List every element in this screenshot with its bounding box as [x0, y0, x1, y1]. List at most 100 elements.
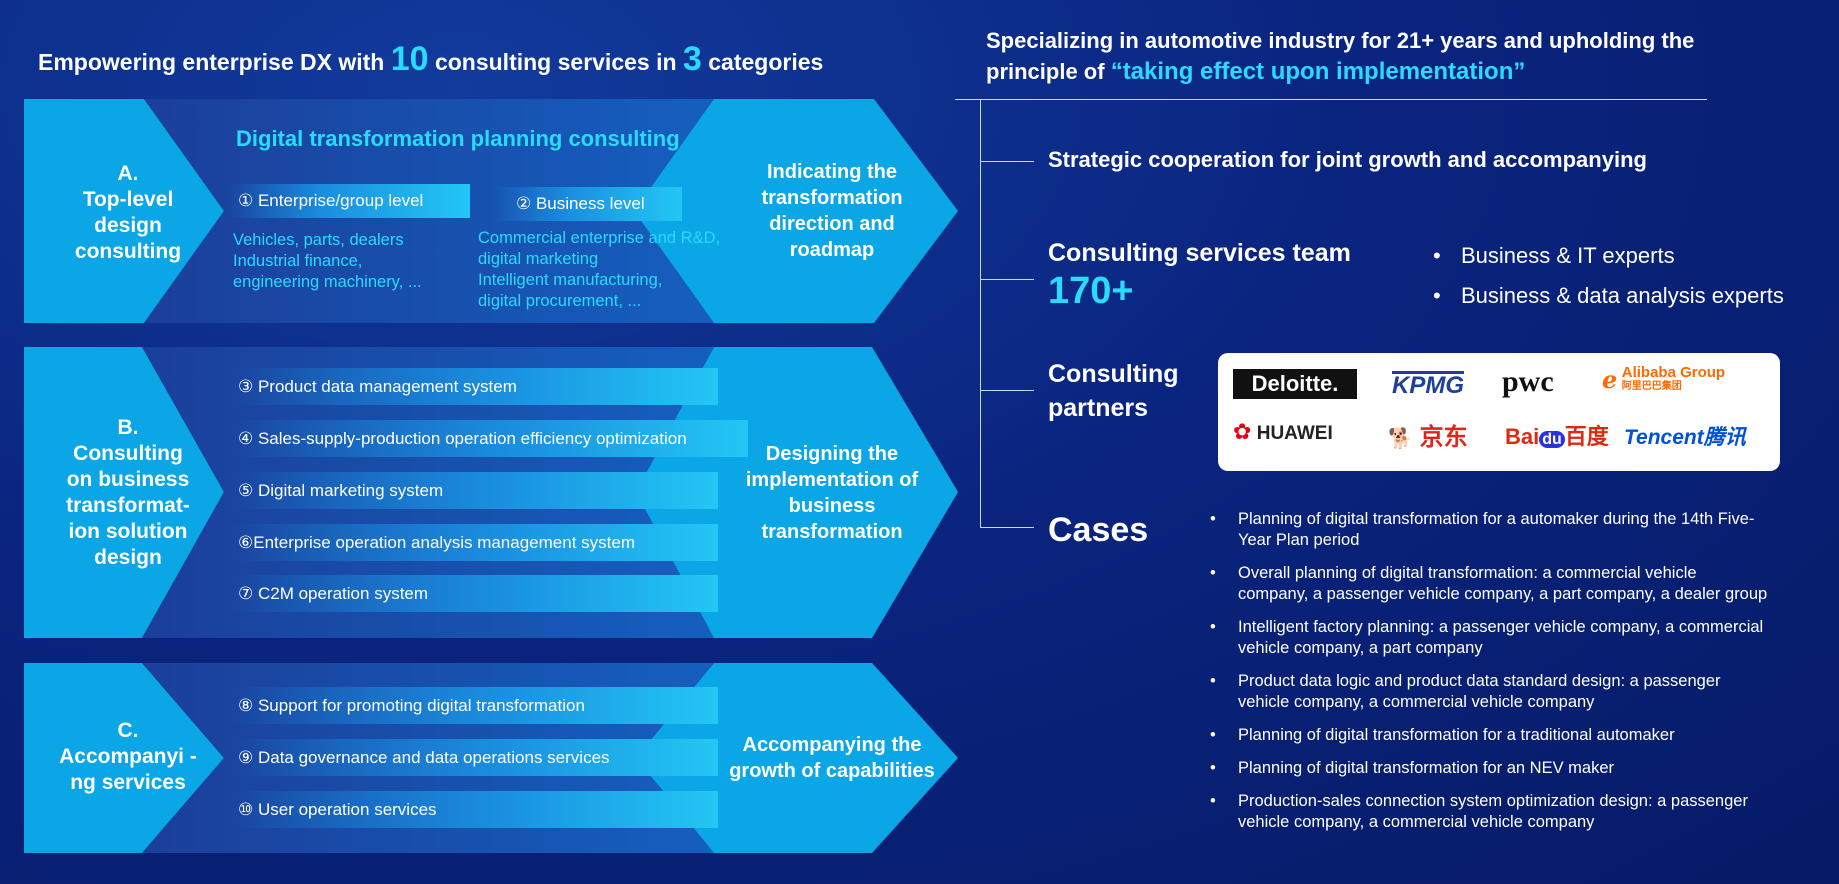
enterprise-level-desc: Vehicles, parts, dealers Industrial fina… [233, 230, 422, 293]
label-line: ng services [70, 771, 186, 794]
categories-count: 3 [682, 40, 702, 78]
category-b-band: B. Consulting on business transformat- i… [24, 347, 958, 638]
case-line: Planning of digital transformation for a… [1238, 510, 1755, 528]
outcome-line: Indicating the [767, 161, 897, 183]
heading-text: Empowering enterprise DX with [38, 49, 391, 75]
outcome-line: transformation [761, 521, 903, 543]
desc-line: Intelligent manufacturing, [478, 271, 663, 289]
outcome-line: business [788, 495, 876, 517]
category-c-band: C. Accompanyi - ng services ⑧ Support fo… [24, 663, 958, 853]
services-count: 10 [390, 40, 429, 78]
service-item: ⑤ Digital marketing system [232, 472, 718, 509]
case-item: Planning of digital transformation for a… [1210, 758, 1822, 779]
tencent-logo: Tencent腾讯 [1624, 421, 1746, 451]
huawei-logo: ✿ HUAWEI [1233, 419, 1333, 445]
timeline-branch [980, 527, 1034, 528]
team-title: Consulting services team [1048, 239, 1351, 267]
huawei-flower-icon: ✿ [1233, 419, 1252, 444]
pwc-logo: pwc [1502, 365, 1554, 398]
outcome-line: implementation of [745, 469, 919, 491]
case-line: company, a passenger vehicle company, a … [1238, 585, 1768, 603]
outcome-line: Designing the [765, 443, 899, 465]
desc-line: Commercial enterprise and R&D, [478, 229, 721, 247]
case-line: vehicle company, a commercial vehicle co… [1238, 693, 1595, 711]
case-line: vehicle company, a commercial vehicle co… [1238, 813, 1595, 831]
category-a-band: A. Top-level design consulting Digital t… [24, 99, 958, 323]
label-line: Top-level [82, 188, 174, 211]
baidu-cn-text: 百度 [1564, 424, 1609, 449]
case-item: Overall planning of digital transformati… [1210, 563, 1822, 605]
expert-item: Business & data analysis experts [1433, 276, 1784, 316]
huawei-text: HUAWEI [1256, 423, 1333, 444]
principle-highlight: “taking effect upon implementation” [1110, 58, 1526, 85]
case-item: Planning of digital transformation for a… [1210, 509, 1822, 551]
timeline-branch [980, 161, 1034, 162]
alibaba-logo: ℯ Alibaba Group 阿里巴巴集团 [1602, 364, 1726, 394]
case-item: Product data logic and product data stan… [1210, 671, 1822, 713]
label-line: design [94, 546, 162, 569]
category-c-label: C. Accompanyi - ng services [34, 718, 222, 796]
case-line: Year Plan period [1238, 531, 1360, 549]
tencent-cn-text: 腾讯 [1703, 426, 1746, 449]
specialization-heading: Specializing in automotive industry for … [986, 25, 1694, 87]
strategic-cooperation: Strategic cooperation for joint growth a… [1048, 147, 1647, 172]
heading-text: consulting services in [428, 49, 683, 75]
heading-line: principle of “taking effect upon impleme… [986, 56, 1694, 87]
label-line: on business [66, 468, 190, 491]
jd-text: 京东 [1419, 424, 1468, 451]
label-line: design [94, 214, 162, 237]
alibaba-text: Alibaba Group [1621, 364, 1726, 381]
planning-consulting-title: Digital transformation planning consulti… [236, 126, 680, 151]
heading-divider [955, 99, 1707, 100]
category-a-outcome: Indicating the transformation direction … [732, 159, 932, 263]
category-c-outcome: Accompanying the growth of capabilities [722, 732, 942, 784]
alibaba-cn-text: 阿里巴巴集团 [1621, 381, 1682, 392]
case-line: Production-sales connection system optim… [1238, 792, 1748, 810]
case-line: vehicle company, a part company [1238, 639, 1483, 657]
desc-line: digital procurement, ... [478, 292, 642, 310]
service-item: ④ Sales-supply-production operation effi… [232, 420, 748, 457]
outcome-line: direction and [769, 213, 895, 235]
business-level-desc: Commercial enterprise and R&D, digital m… [478, 228, 720, 312]
title-line: partners [1048, 394, 1149, 422]
category-b-label: B. Consulting on business transformat- i… [34, 415, 222, 571]
outcome-line: Accompanying the [742, 734, 922, 756]
timeline-branch [980, 279, 1034, 280]
category-letter: B. [117, 416, 139, 439]
label-line: consulting [74, 240, 182, 263]
case-line: Overall planning of digital transformati… [1238, 564, 1697, 582]
heading-line: Specializing in automotive industry for … [986, 28, 1695, 53]
baidu-paw-icon: du [1539, 431, 1565, 448]
expert-item: Business & IT experts [1433, 236, 1784, 276]
team-count: 170+ [1048, 270, 1134, 312]
alibaba-mark-icon: ℯ [1602, 366, 1618, 394]
service-item: ③ Product data management system [232, 368, 718, 405]
heading-text: categories [701, 49, 824, 75]
desc-line: Vehicles, parts, dealers [233, 231, 404, 249]
tencent-text: Tencent [1624, 426, 1704, 449]
experts-list: Business & IT experts Business & data an… [1433, 236, 1784, 316]
service-item: ⑧ Support for promoting digital transfor… [232, 687, 718, 724]
timeline-spine [980, 99, 981, 527]
category-letter: C. [117, 719, 139, 742]
baidu-text: Bai [1505, 424, 1540, 449]
case-line: Intelligent factory planning: a passenge… [1238, 618, 1764, 636]
outcome-line: growth of capabilities [729, 760, 935, 782]
case-item: Production-sales connection system optim… [1210, 791, 1822, 833]
desc-line: Industrial finance, [233, 252, 363, 270]
cases-list: Planning of digital transformation for a… [1210, 509, 1822, 833]
heading-text: principle of [986, 59, 1111, 84]
jd-dog-icon: 🐕 [1388, 428, 1413, 450]
services-heading: Empowering enterprise DX with 10 consult… [38, 40, 823, 79]
service-item: ⑥Enterprise operation analysis managemen… [232, 524, 718, 561]
desc-line: engineering machinery, ... [233, 273, 422, 291]
case-line: Product data logic and product data stan… [1238, 672, 1721, 690]
enterprise-level-tag: ① Enterprise/group level [228, 184, 470, 218]
jd-logo: 🐕 京东 [1388, 417, 1468, 452]
alibaba-wordmark: Alibaba Group 阿里巴巴集团 [1621, 364, 1726, 394]
case-item: Planning of digital transformation for a… [1210, 725, 1822, 746]
case-item: Intelligent factory planning: a passenge… [1210, 617, 1822, 659]
outcome-line: roadmap [789, 239, 875, 261]
partners-title: Consulting partners [1048, 357, 1179, 425]
